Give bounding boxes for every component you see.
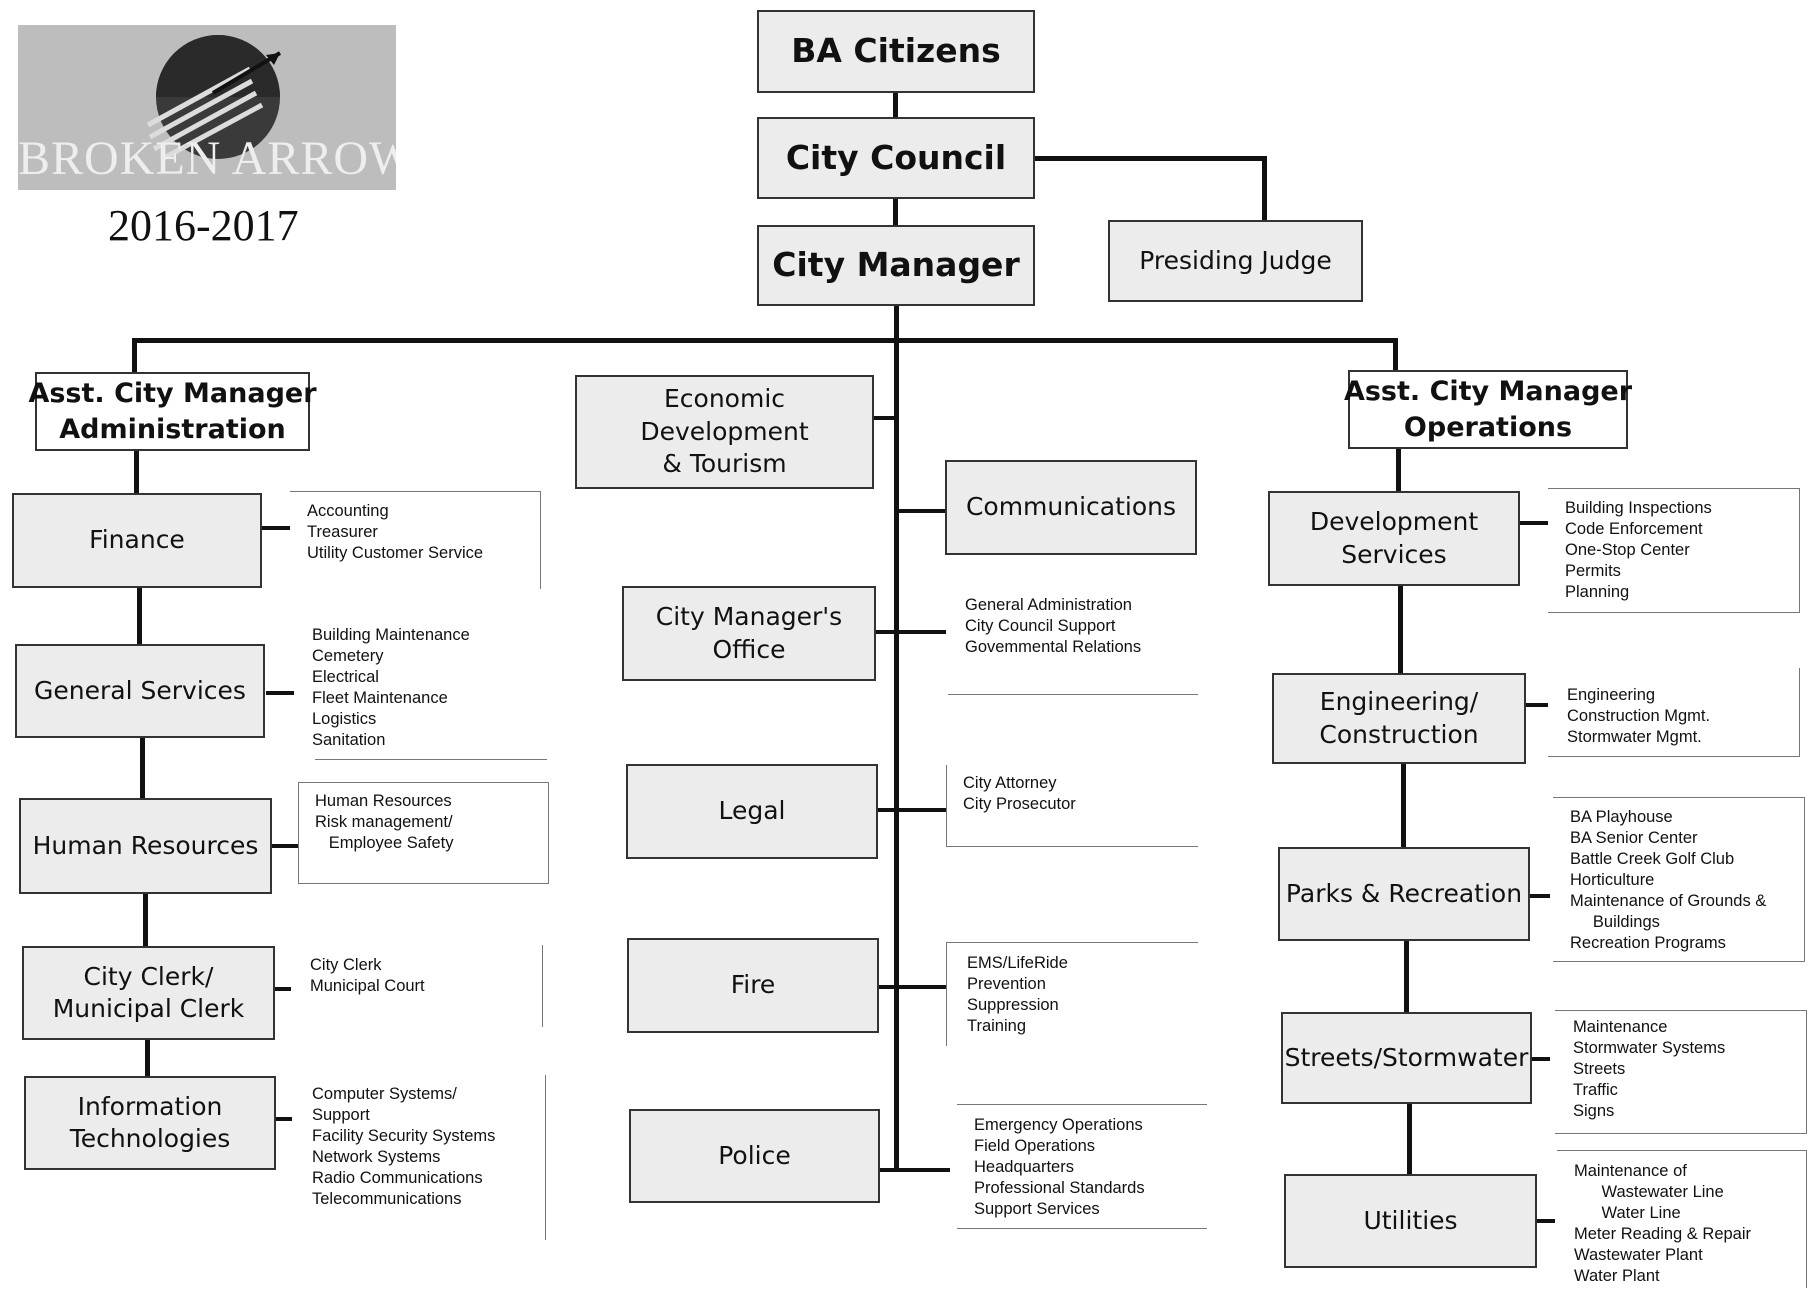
- connector: [1526, 703, 1548, 707]
- parks-recreation-box: Parks & Recreation: [1278, 847, 1530, 941]
- police-rule-bottom: [957, 1228, 1207, 1229]
- connector: [143, 894, 148, 946]
- engineering-construction-bracket: [1548, 668, 1800, 757]
- connector: [276, 1117, 292, 1121]
- broken-arrow-logo: BROKEN ARROW: [18, 25, 396, 190]
- city-manager-box: City Manager: [757, 225, 1035, 306]
- police-rule-top: [957, 1104, 1207, 1105]
- ba-citizens-box: BA Citizens: [757, 10, 1035, 93]
- connector: [1537, 1219, 1555, 1223]
- connector: [132, 338, 137, 372]
- engineering-construction-functions: Engineering Construction Mgmt. Stormwate…: [1567, 686, 1711, 746]
- connector: [878, 808, 946, 812]
- general-services-box: General Services: [15, 644, 265, 738]
- engineering-construction-box: Engineering/ Construction: [1272, 673, 1526, 764]
- streets-stormwater-functions: Maintenance Stormwater Systems Streets T…: [1573, 1018, 1726, 1120]
- finance-bracket: [290, 491, 541, 589]
- connector: [1396, 449, 1401, 491]
- legal-bracket: [946, 765, 1198, 847]
- parks-recreation-bracket: [1553, 797, 1805, 962]
- streets-stormwater-bracket: [1555, 1010, 1807, 1134]
- connector: [140, 738, 145, 798]
- legal-functions: City Attorney City Prosecutor: [963, 774, 1076, 813]
- connector: [1530, 894, 1550, 898]
- general-services-rule: [315, 759, 547, 760]
- economic-development-box: Economic Development & Tourism: [575, 375, 874, 489]
- city-managers-office-box: City Manager's Office: [622, 586, 876, 681]
- connector: [1520, 521, 1548, 525]
- connector: [262, 526, 290, 530]
- connector: [879, 985, 946, 989]
- connector: [145, 1040, 150, 1076]
- connector: [874, 416, 896, 420]
- police-box: Police: [629, 1109, 880, 1203]
- connector: [1404, 941, 1409, 1012]
- development-services-box: Development Services: [1268, 491, 1520, 586]
- city-council-box: City Council: [757, 117, 1035, 199]
- parks-recreation-functions: BA Playhouse BA Senior Center Battle Cre…: [1570, 808, 1767, 952]
- police-functions: Emergency Operations Field Operations He…: [974, 1116, 1145, 1218]
- connector: [1401, 764, 1406, 847]
- arrow-emblem-icon: [146, 35, 282, 162]
- year-label: 2016-2017: [108, 201, 299, 250]
- connector: [275, 987, 291, 991]
- connector: [1532, 1057, 1550, 1061]
- connector: [272, 844, 298, 848]
- connector: [137, 588, 142, 644]
- city-clerk-box: City Clerk/ Municipal Clerk: [22, 946, 275, 1040]
- fire-bracket: [946, 942, 1198, 1046]
- fire-functions: EMS/LifeRide Prevention Suppression Trai…: [967, 954, 1068, 1035]
- presiding-judge-box: Presiding Judge: [1108, 220, 1363, 302]
- connector: [1262, 156, 1267, 222]
- connector: [1398, 586, 1403, 673]
- connector: [896, 509, 945, 513]
- connector: [893, 199, 898, 225]
- utilities-functions: Maintenance of Wastewater Line Water Lin…: [1574, 1162, 1752, 1285]
- connector: [880, 1168, 950, 1172]
- connector: [1407, 1104, 1412, 1174]
- information-technologies-bracket: [291, 1075, 546, 1240]
- streets-stormwater-box: Streets/Stormwater: [1281, 1012, 1532, 1104]
- connector: [132, 338, 1398, 343]
- development-services-functions: Building Inspections Code Enforcement On…: [1565, 499, 1712, 601]
- logo-wordmark: BROKEN ARROW: [18, 132, 396, 185]
- connector: [1035, 156, 1267, 161]
- communications-box: Communications: [945, 460, 1197, 555]
- city-managers-office-rule: [948, 694, 1198, 695]
- finance-box: Finance: [12, 493, 262, 588]
- connector: [1393, 338, 1398, 370]
- human-resources-box: Human Resources: [19, 798, 272, 894]
- human-resources-functions: Human Resources Risk management/ Employe…: [315, 792, 454, 852]
- information-technologies-functions: Computer Systems/ Support Facility Secur…: [312, 1085, 496, 1208]
- asst-city-manager-operations-box: Asst. City Manager Operations: [1344, 370, 1632, 449]
- fire-box: Fire: [627, 938, 879, 1033]
- asst-city-manager-administration-box: Asst. City Manager Administration: [28, 372, 317, 451]
- city-clerk-bracket: [290, 945, 543, 1027]
- utilities-box: Utilities: [1284, 1174, 1537, 1268]
- city-clerk-functions: City Clerk Municipal Court: [310, 956, 425, 995]
- human-resources-bracket: [298, 782, 549, 884]
- finance-functions: Accounting Treasurer Utility Customer Se…: [307, 502, 484, 562]
- city-managers-office-functions: General Administration City Council Supp…: [965, 596, 1142, 656]
- development-services-bracket: [1548, 488, 1800, 613]
- general-services-functions: Building Maintenance Cemetery Electrical…: [312, 626, 470, 749]
- connector: [876, 630, 946, 634]
- connector: [134, 451, 139, 493]
- connector: [894, 306, 899, 1168]
- connector: [893, 90, 898, 117]
- legal-box: Legal: [626, 764, 878, 859]
- utilities-bracket: [1557, 1150, 1807, 1288]
- information-technologies-box: Information Technologies: [24, 1076, 276, 1170]
- connector: [266, 691, 294, 695]
